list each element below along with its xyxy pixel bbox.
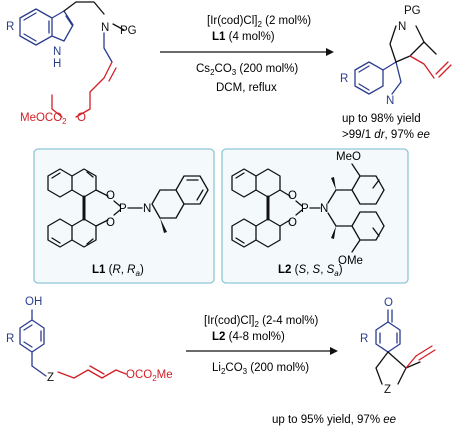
l2-p: P (301, 203, 309, 215)
reactant1-ester: MeOCO2 (20, 112, 67, 126)
l1-n: N (143, 203, 151, 215)
rxn2-ligand: L2 (4-8 mol%) (212, 331, 285, 343)
reactant2-oh: OH (25, 296, 42, 308)
l1-methyl-wedge (160, 218, 167, 233)
ligand-l1-label: L1 (R, Ra) (92, 264, 144, 278)
l2-o2: O (288, 217, 297, 229)
l1-p: P (119, 203, 127, 215)
rxn2-yield: up to 95% yield, 97% ee (272, 414, 396, 426)
reactant2-z: Z (47, 372, 54, 384)
reactant2-r: R (6, 333, 14, 345)
l2-methyl-wedge-2 (331, 226, 336, 239)
product1-r: R (340, 73, 348, 85)
reactant1-ester-o: O (77, 112, 86, 124)
reaction-arrow-2 (186, 347, 338, 355)
l2-o1: O (288, 190, 297, 202)
product2-o: O (384, 297, 393, 309)
l2-ome-bottom: OMe (338, 255, 363, 267)
ligand-l1-box (33, 148, 215, 284)
reactant1-pg: PG (120, 25, 137, 37)
l1-o2: O (106, 217, 115, 229)
reaction-arrow-1 (160, 48, 334, 56)
reactant1-nh-h: H (53, 58, 61, 70)
ligand-l1-structure (47, 168, 209, 248)
l1-o1: O (106, 190, 115, 202)
l2-ome-top: MeO (336, 151, 361, 163)
l2-methyl-wedge-1 (331, 177, 336, 190)
reactant1-r-label: R (6, 21, 14, 33)
product1-n-indolenine: N (386, 95, 394, 107)
l2-n: N (320, 203, 328, 215)
product1-pg: PG (404, 5, 421, 17)
ligand-l2-box (221, 148, 409, 284)
product2-z: Z (384, 384, 391, 396)
product1-n-top: N (398, 21, 406, 33)
reactant-2-structure: OH R Z OCO2Me (6, 296, 173, 384)
reactant-1-structure: R N H N PG MeOCO2 O (6, 1, 137, 126)
rxn1-solvent: DCM, reflux (216, 82, 277, 94)
rxn1-ligand: L1 (4 mol%) (212, 31, 275, 43)
rxn1-dr-ee: >99/1 dr, 97% ee (342, 129, 430, 141)
reactant1-n-indole: N (53, 46, 61, 58)
product-1-structure: N PG R N (340, 5, 452, 107)
rxn1-yield: up to 98% yield (342, 113, 421, 125)
rxn2-base: Li2CO3 (200 mol%) (212, 362, 309, 376)
ligand-l2-structure (231, 163, 385, 253)
rxn1-base: Cs2CO3 (200 mol%) (196, 63, 298, 77)
rxn2-catalyst: [Ir(cod)Cl]2 (2-4 mol%) (204, 315, 319, 329)
rxn1-catalyst: [Ir(cod)Cl]2 (2 mol%) (207, 15, 311, 29)
ligand-l2-label: L2 (S, S, Sa) (278, 264, 343, 278)
product2-r: R (360, 333, 368, 345)
product-2-structure: O R Z (360, 297, 436, 396)
reactant2-carbonate: OCO2Me (126, 369, 173, 383)
reactant1-n-chain: N (101, 22, 109, 34)
